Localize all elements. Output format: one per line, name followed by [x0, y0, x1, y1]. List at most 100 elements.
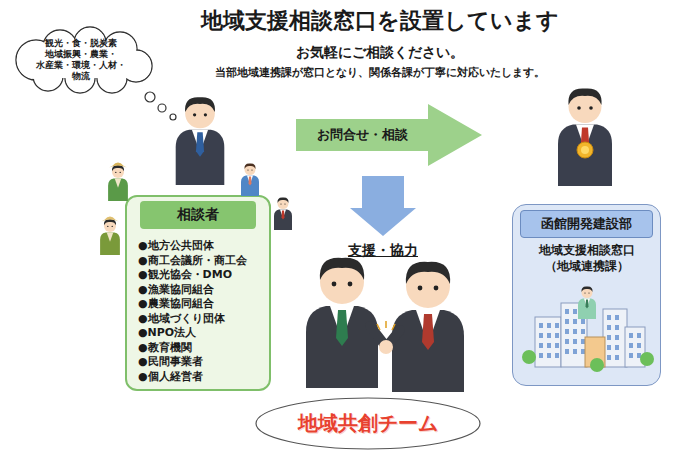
window — [565, 329, 569, 334]
suit — [578, 299, 596, 320]
window — [637, 333, 641, 338]
window — [573, 339, 577, 344]
window — [539, 343, 543, 348]
tie — [249, 177, 252, 186]
window — [539, 333, 543, 338]
head — [582, 287, 593, 298]
node-text: 地域共創チーム — [298, 410, 438, 437]
subtitle: 当部地域連携課が窓口となり、関係各課が丁寧に対応いたします。 — [150, 66, 610, 80]
badge — [581, 146, 589, 154]
window — [539, 323, 543, 328]
title: 地域支援相談窓口を設置しています — [170, 6, 590, 36]
hair — [104, 219, 116, 225]
window — [555, 343, 559, 348]
consulter-person — [176, 97, 225, 185]
suit — [108, 178, 128, 201]
eye — [107, 226, 108, 227]
node-text: 相談者 — [177, 206, 219, 224]
node-text: お問合せ・相談 — [317, 126, 408, 144]
window — [573, 329, 577, 334]
shirt — [115, 178, 122, 187]
suit — [392, 310, 464, 392]
team-ellipse: 地域共創チーム — [255, 397, 481, 450]
window — [637, 343, 641, 348]
tie — [282, 211, 285, 220]
window — [607, 345, 611, 350]
hair — [244, 163, 255, 169]
head — [112, 166, 124, 178]
window — [581, 339, 585, 344]
window — [555, 333, 559, 338]
arrow-label: 支援・協力 — [318, 242, 448, 260]
suit — [306, 306, 378, 388]
list-item: ●漁業協同組合 — [138, 283, 263, 298]
list-item: ●教育機関 — [138, 341, 263, 356]
staff-person — [578, 286, 596, 319]
window — [573, 309, 577, 314]
badge — [577, 142, 593, 158]
hands — [379, 340, 393, 354]
subtitle: お気軽にご相談ください。 — [170, 44, 590, 62]
tie — [422, 314, 434, 350]
farmer-figure — [100, 217, 120, 256]
window — [565, 319, 569, 324]
window — [565, 309, 569, 314]
eye — [251, 169, 252, 170]
window — [539, 353, 543, 358]
window — [607, 355, 611, 360]
list-item: ●農業協同組合 — [138, 297, 263, 312]
window — [607, 315, 611, 320]
eye — [348, 282, 353, 287]
staff-figure — [241, 163, 259, 196]
ellipse-shape — [256, 398, 480, 449]
eye — [434, 286, 439, 291]
window — [565, 339, 569, 344]
window — [629, 333, 633, 338]
list-item: ●民間事業者 — [138, 355, 263, 370]
suit — [241, 176, 259, 197]
shirt — [280, 210, 286, 219]
tree — [522, 350, 536, 364]
tie — [196, 132, 204, 156]
window — [547, 343, 551, 348]
hat — [109, 163, 127, 168]
eye — [280, 203, 281, 204]
window — [607, 335, 611, 340]
building — [603, 309, 627, 367]
heading-pill: 函館開発建設部 — [520, 210, 653, 238]
list-item: ●観光協会・DMO — [138, 268, 263, 283]
window — [581, 349, 585, 354]
suit — [176, 130, 225, 185]
down-arrow — [350, 176, 416, 236]
arm — [370, 326, 384, 344]
thought-bubble — [158, 104, 166, 112]
node-text: 函館開発建設部 — [541, 215, 632, 233]
node-text: 観光・食・脱炭素 地域振興・農業・ 水産業・環境・人材・ 物流 — [29, 38, 133, 82]
thought-bubble — [170, 114, 176, 120]
eye — [120, 172, 121, 173]
shirt — [247, 176, 253, 185]
eye — [204, 113, 207, 116]
hair — [185, 97, 215, 112]
building — [535, 317, 561, 367]
eye — [588, 292, 589, 293]
hat — [101, 217, 119, 222]
window — [565, 349, 569, 354]
eye — [284, 203, 285, 204]
window — [615, 335, 619, 340]
thought-bubble — [145, 92, 155, 102]
shine-marks — [377, 321, 395, 330]
eye — [112, 226, 113, 227]
hair — [277, 197, 288, 203]
window — [547, 333, 551, 338]
businessman-figure — [274, 197, 292, 230]
farmer-figure — [108, 163, 128, 202]
tie — [586, 300, 589, 309]
office-box: 函館開発建設部地域支援相談窓口 （地域連携課） — [512, 204, 661, 386]
window — [581, 329, 585, 334]
window — [615, 325, 619, 330]
window — [615, 355, 619, 360]
window — [615, 315, 619, 320]
thought-cloud: 観光・食・脱炭素 地域振興・農業・ 水産業・環境・人材・ 物流 — [8, 28, 154, 92]
